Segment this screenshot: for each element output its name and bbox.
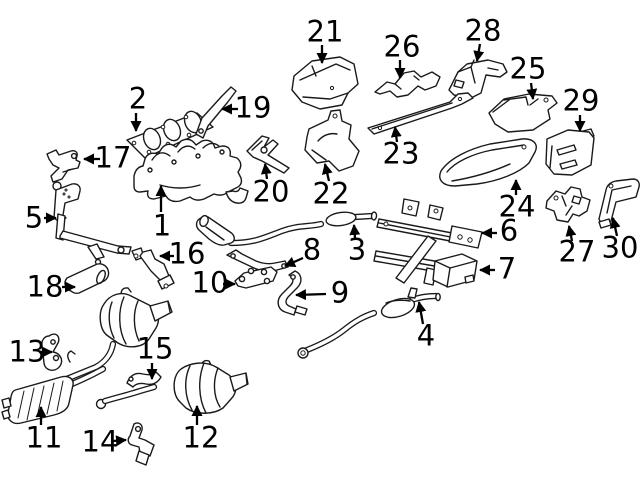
leader-arrows xyxy=(35,43,621,447)
part-drawing-8-support-arm xyxy=(226,249,289,272)
part-number-label-17-mounting-bracket: 17 xyxy=(94,140,132,175)
part-drawing-10-mounting-plate xyxy=(234,266,278,289)
part-number-label-22-heat-shield-bracket: 22 xyxy=(312,176,350,211)
part-number-label-23-heat-shield-strip: 23 xyxy=(382,136,420,171)
part-number-label-6-support-crossmember: 6 xyxy=(499,213,519,248)
part-number-label-1-exhaust-manifold: 1 xyxy=(152,208,172,243)
part-number-label-24-heat-shield: 24 xyxy=(498,189,536,224)
part-drawing-17-mounting-bracket xyxy=(46,149,81,183)
part-drawing-11-center-muffler-assembly xyxy=(1,287,173,425)
leader-arrow-20 xyxy=(260,163,272,180)
part-drawing-19-brace-strip xyxy=(195,86,237,139)
part-number-label-29-heat-shield: 29 xyxy=(562,83,600,118)
leader-arrow-22 xyxy=(321,163,333,182)
part-drawing-26-heat-shield xyxy=(374,70,441,98)
part-number-label-10-mounting-plate: 10 xyxy=(191,265,229,300)
part-drawing-3-front-exhaust-pipe xyxy=(195,211,378,247)
part-number-label-20-wedge-bracket: 20 xyxy=(252,174,290,209)
leader-arrow-25 xyxy=(526,82,538,100)
part-drawing-7-mounting-bracket-box xyxy=(373,235,478,288)
part-drawing-12-rear-muffler xyxy=(95,359,249,414)
part-number-label-28-heat-shield-bracket: 28 xyxy=(464,13,502,48)
part-drawing-30-shield-bracket xyxy=(598,178,640,229)
part-number-label-19-brace-strip: 19 xyxy=(234,90,272,125)
leader-arrow-9 xyxy=(295,289,327,301)
part-number-label-26-heat-shield: 26 xyxy=(383,29,421,64)
part-drawing-14-hanger-bracket xyxy=(127,422,155,466)
part-drawing-21-heat-shield xyxy=(291,56,359,110)
part-number-label-16-clamp-bracket: 16 xyxy=(168,236,206,271)
part-drawing-16-clamp-bracket xyxy=(131,247,175,290)
part-drawing-5-support-bracket xyxy=(52,181,132,266)
part-drawing-18-exhaust-tip xyxy=(64,263,110,294)
part-number-label-18-exhaust-tail-pipe-tip: 18 xyxy=(26,269,64,304)
part-number-label-14-hanger-bracket: 14 xyxy=(81,424,119,459)
part-number-label-27-bracket: 27 xyxy=(558,234,596,269)
part-drawing-22-heat-shield-bracket xyxy=(304,109,360,172)
part-drawing-29-heat-shield xyxy=(545,128,595,176)
part-drawing-9-curved-bracket xyxy=(277,270,308,316)
part-number-label-8-support-arm-bracket: 8 xyxy=(302,232,322,267)
part-drawing-23-heat-shield-strip xyxy=(367,92,474,135)
part-number-label-3-front-exhaust-pipe-with-catalyst: 3 xyxy=(347,232,367,267)
part-drawing-6-support-crossmember xyxy=(376,198,483,249)
leader-arrow-8 xyxy=(284,256,304,268)
part-number-label-9-curved-support-bracket: 9 xyxy=(330,275,350,310)
leader-arrow-3 xyxy=(349,224,361,239)
part-number-label-7-mounting-bracket-box: 7 xyxy=(497,251,517,286)
leader-arrow-30 xyxy=(609,217,621,237)
part-number-label-21-heat-shield: 21 xyxy=(306,14,344,49)
part-number-label-25-heat-shield: 25 xyxy=(509,51,547,86)
leader-arrow-23 xyxy=(390,126,402,143)
part-drawing-27-bracket xyxy=(545,186,591,223)
part-drawing-20-wedge-bracket xyxy=(246,135,290,174)
part-drawing-4-front-exhaust-pipe xyxy=(297,287,441,359)
leader-arrow-28 xyxy=(473,43,485,62)
part-drawing-24-heat-shield xyxy=(439,138,537,187)
part-number-label-4-front-exhaust-pipe: 4 xyxy=(416,318,436,353)
part-number-label-13-hanger-bracket: 13 xyxy=(8,334,46,369)
leader-arrow-14 xyxy=(112,435,127,447)
part-drawing-2-manifold-gasket xyxy=(126,110,214,159)
part-number-label-2-manifold-gasket: 2 xyxy=(128,81,148,116)
part-number-label-5-support-bracket: 5 xyxy=(24,200,44,235)
part-drawing-25-heat-shield xyxy=(488,93,558,133)
part-number-label-15-hanger-bracket: 15 xyxy=(136,331,174,366)
part-drawing-28-heat-shield-bracket xyxy=(448,59,508,99)
part-number-label-12-rear-muffler: 12 xyxy=(182,420,220,455)
part-number-label-30-shield-bracket: 30 xyxy=(601,230,639,265)
leader-arrow-27 xyxy=(565,225,577,242)
part-number-label-11-center-muffler-assembly: 11 xyxy=(25,420,63,455)
leader-arrow-4 xyxy=(415,301,427,325)
